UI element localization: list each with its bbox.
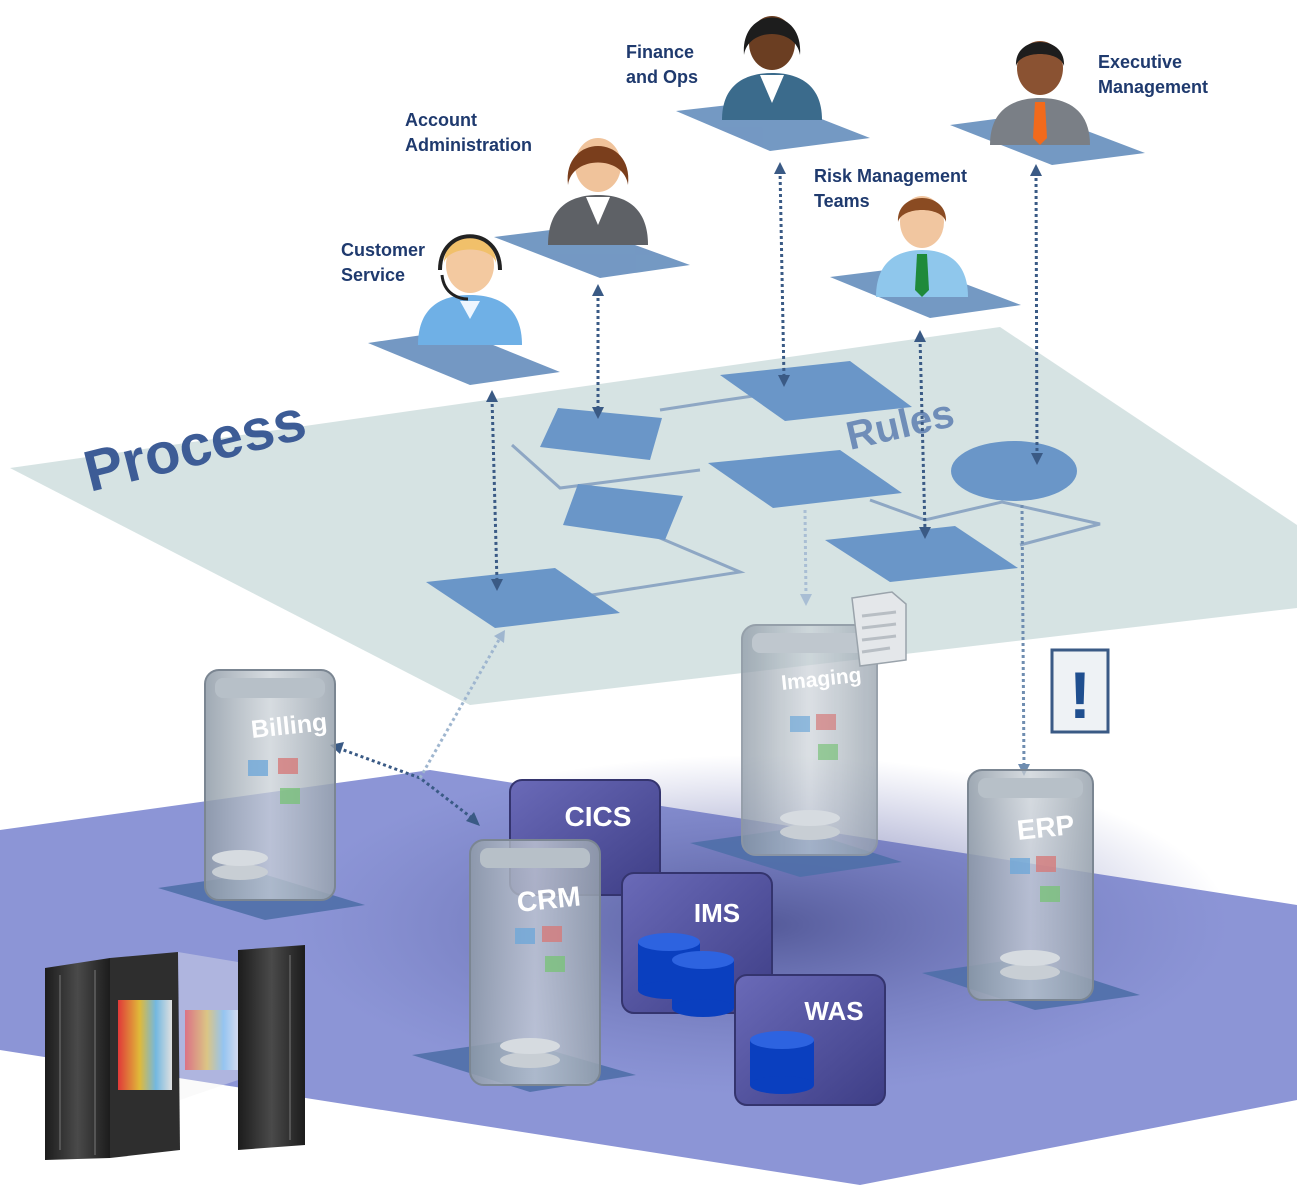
process-step-shape [540, 408, 662, 460]
server-crm: CRM [469, 839, 601, 1086]
process-step-shape [563, 484, 683, 540]
platform-customer-service [368, 330, 560, 385]
crm-label: CRM [515, 880, 582, 917]
mainframe-ims: IMS [621, 872, 773, 1017]
alert-symbol: ! [1069, 658, 1091, 732]
erp-label: ERP [1015, 809, 1076, 846]
role-label-line: Risk Management [814, 166, 968, 186]
role-label-line: Finance [626, 42, 695, 62]
ims-label: IMS [694, 898, 740, 928]
person-icon [990, 41, 1090, 145]
person-icon [876, 196, 968, 297]
process-step-shape [825, 526, 1018, 582]
process-step-shape [426, 568, 620, 628]
mainframe-server-icon [45, 945, 305, 1160]
role-label-line: Executive [1098, 52, 1183, 72]
database-icon [1000, 950, 1060, 980]
database-icon [212, 850, 268, 880]
process-step-shape [720, 361, 912, 421]
server-erp: ERP [967, 769, 1094, 1001]
role-label-line: Teams [814, 191, 870, 211]
database-icon [672, 951, 734, 1017]
database-icon [750, 1031, 814, 1094]
platform-account-administration [494, 226, 690, 278]
role-label-line: Management [1098, 77, 1209, 97]
server-billing: Billing [204, 669, 336, 901]
process-step-shape [708, 450, 902, 508]
person-headset-icon [418, 234, 522, 345]
role-label-line: Customer [341, 240, 426, 260]
role-label-line: Account [405, 110, 477, 130]
process-shapes [426, 361, 1077, 628]
role-label-line: Service [341, 265, 406, 285]
cics-label: CICS [565, 801, 632, 832]
role-label-executive-management: Executive Management [1098, 50, 1208, 100]
rules-decision-shape [951, 441, 1077, 501]
person-businesswoman-icon [548, 138, 648, 245]
role-label-risk-management: Risk Management Teams [814, 164, 967, 214]
role-label-customer-service: Customer Service [341, 238, 425, 288]
role-label-account-administration: Account Administration [405, 108, 532, 158]
alert-icon: ! [1050, 648, 1110, 734]
dotted-connectors [337, 169, 1039, 820]
database-icon [780, 810, 840, 840]
mainframe-was: WAS [734, 974, 886, 1106]
role-label-line: and Ops [626, 67, 699, 87]
role-label-line: Administration [405, 135, 533, 155]
document-icon [851, 591, 907, 667]
was-label: WAS [804, 996, 863, 1026]
server-imaging: Imaging [741, 624, 878, 856]
database-icon [500, 1038, 560, 1068]
person-businesswoman-icon [722, 16, 822, 120]
role-label-finance-ops: Finance and Ops [626, 40, 698, 90]
